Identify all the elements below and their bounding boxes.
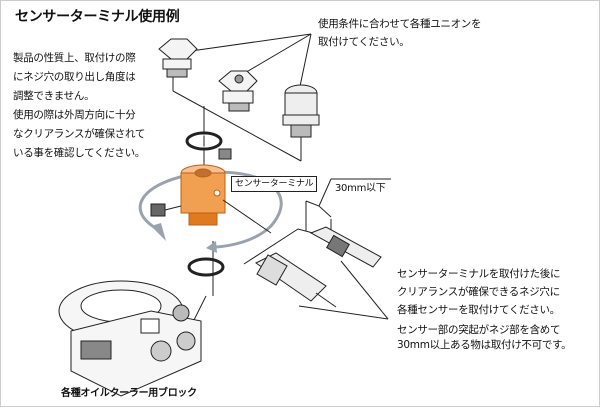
sensor-terminal: [180, 164, 226, 226]
note-line: いる事を確認してください。: [13, 147, 145, 159]
sensor-large: [255, 252, 337, 308]
note-line: 各種センサーを取付けてください。: [397, 304, 560, 316]
note-line: 製品の性質上、取付けの際: [13, 52, 136, 64]
o-ring: [185, 131, 223, 151]
note-line: 30mm以上ある物は取付け不可です。: [397, 339, 572, 351]
warning-note: センサー部の突起がネジ部を含めて 30mm以上ある物は取付け不可です。: [397, 323, 572, 353]
union-note: 使用条件に合わせて各種ユニオンを 取付けてください。: [318, 15, 482, 51]
union-nut: [218, 70, 258, 112]
sensor-terminal-label: センサーターミナル: [231, 176, 318, 192]
note-line: 使用の際は外周方向に十分: [13, 109, 136, 121]
page-title: センサーターミナル使用例: [15, 9, 180, 25]
note-line: 使用条件に合わせて各種ユニオンを: [318, 18, 482, 30]
small-plug: [218, 148, 232, 160]
installation-note: 製品の性質上、取付けの際 にネジ穴の取り出し角度は 調整できません。 使用の際は…: [13, 49, 145, 163]
axis-line: [172, 90, 302, 162]
note-line: なクリアランスが確保されて: [13, 128, 146, 140]
sensor-note: センサーターミナルを取付けた後に クリアランスが確保できるネジ穴に 各種センサー…: [397, 265, 561, 319]
arrow-head-icon: [206, 241, 217, 253]
note-line: センサーターミナルを取付けた後に: [397, 268, 561, 280]
small-plug: [150, 203, 166, 217]
dimension-label: 30mm以下: [335, 183, 386, 194]
oil-cooler-block: [58, 280, 202, 397]
union-fitting: [282, 84, 320, 138]
note-line: クリアランスが確保できるネジ穴に: [397, 286, 560, 298]
sensor-small: [309, 226, 382, 268]
note-line: 取付けてください。: [318, 36, 410, 48]
o-ring: [187, 257, 225, 277]
arrow-head-icon: [151, 223, 166, 241]
union-cap-nut: [158, 38, 198, 78]
o-ring-inner: [189, 134, 219, 148]
leader-line: [298, 33, 312, 92]
leader-line: [190, 33, 312, 52]
note-line: センサー部の突起がネジ部を含めて: [397, 324, 561, 336]
note-line: にネジ穴の取り出し角度は: [13, 71, 136, 83]
leader-line: [242, 33, 312, 75]
note-line: 調整できません。: [13, 90, 95, 102]
block-label: 各種オイルクーラー用ブロック: [61, 388, 197, 399]
